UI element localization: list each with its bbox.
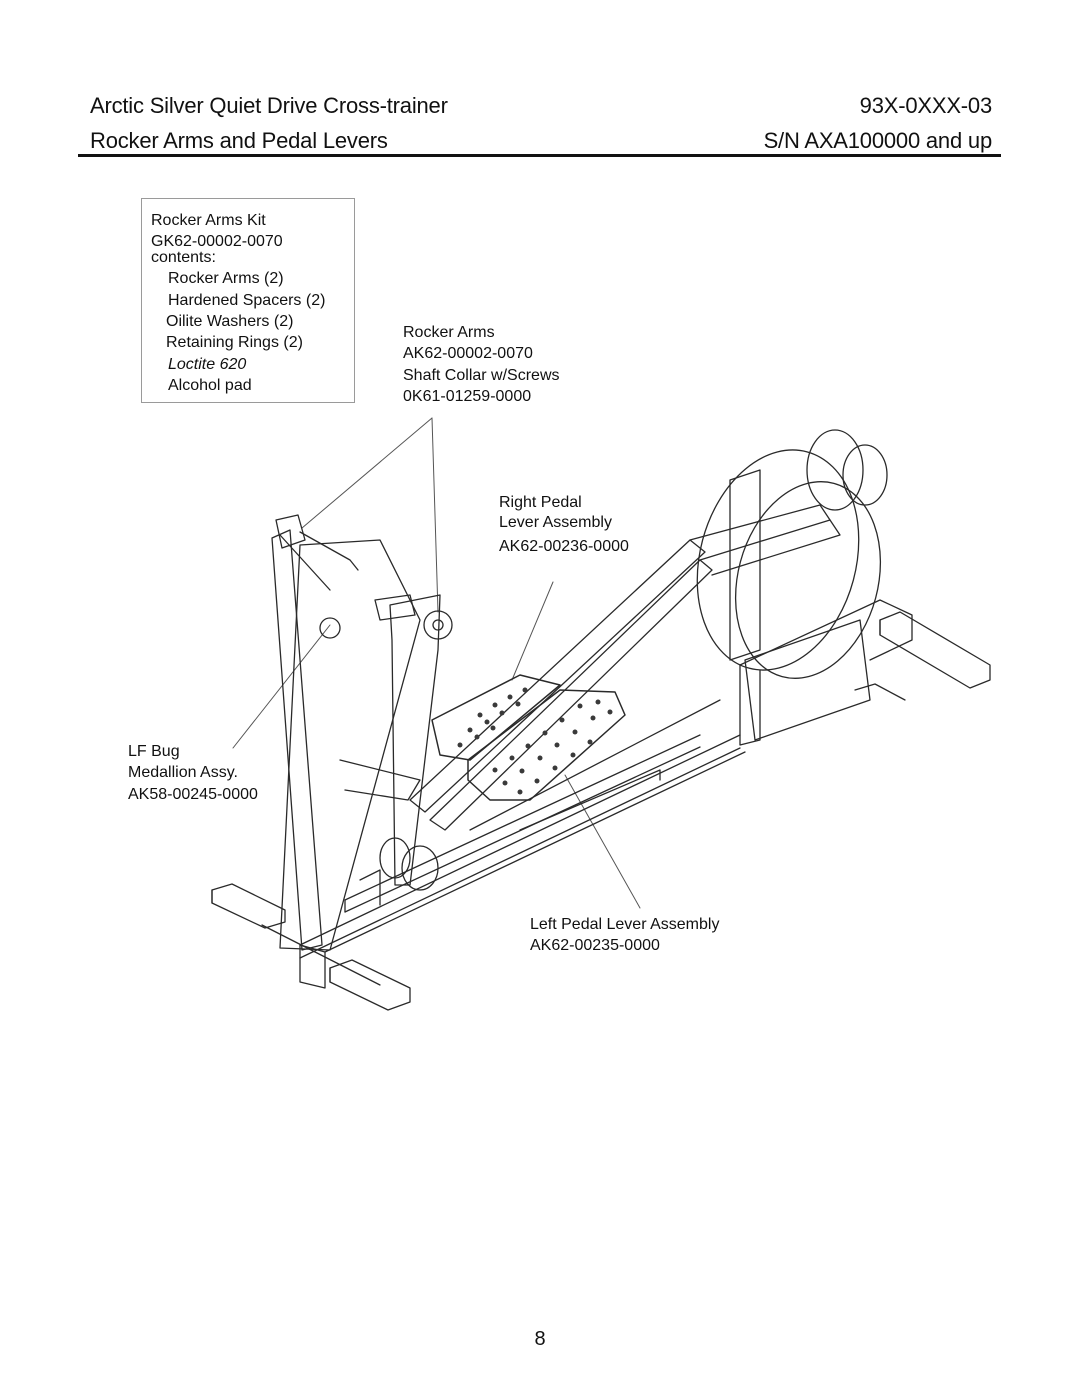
front-column <box>279 539 439 951</box>
kit-name: Rocker Arms Kit <box>151 212 266 229</box>
right-pedal-label-line2: Lever Assembly <box>499 514 612 531</box>
kit-item: Loctite 620 <box>168 356 247 373</box>
rocker-arms <box>271 514 453 951</box>
header-rule <box>78 154 1001 157</box>
shaft-collar-part: 0K61-01259-0000 <box>403 388 532 405</box>
shaft-collar-label: Shaft Collar w/Screws <box>403 367 560 384</box>
kit-part-number: GK62-00002-0070 <box>151 233 283 250</box>
lf-bug-label-line1: LF Bug <box>128 743 180 760</box>
pedal-levers <box>409 504 841 831</box>
kit-item: Alcohol pad <box>168 377 252 394</box>
left-pedal-part: AK62-00235-0000 <box>530 937 660 954</box>
section-title: Rocker Arms and Pedal Levers <box>90 128 388 153</box>
rocker-arms-label: Rocker Arms <box>403 324 495 341</box>
callout-leaders <box>232 417 641 909</box>
kit-item: Retaining Rings (2) <box>166 334 303 351</box>
right-pedal-part: AK62-00236-0000 <box>499 538 629 555</box>
document-title: Arctic Silver Quiet Drive Cross-trainer <box>90 93 448 118</box>
kit-contents-label: contents: <box>151 249 216 266</box>
kit-item: Rocker Arms (2) <box>168 270 284 287</box>
right-pedal-label-line1: Right Pedal <box>499 494 582 511</box>
page-number: 8 <box>534 1328 546 1350</box>
lf-bug-label-line2: Medallion Assy. <box>128 764 238 781</box>
frame-rails <box>299 734 746 959</box>
lf-bug-part: AK58-00245-0000 <box>128 786 258 803</box>
serial-range: S/N AXA100000 and up <box>763 128 993 153</box>
model-number: 93X-0XXX-03 <box>859 93 993 118</box>
rocker-arms-part: AK62-00002-0070 <box>403 345 533 362</box>
flywheel-housing <box>696 429 888 741</box>
rocker-arms-kit-box <box>141 198 355 403</box>
left-pedal-label: Left Pedal Lever Assembly <box>530 916 720 933</box>
rear-base <box>739 599 991 746</box>
pedals <box>431 674 626 801</box>
kit-item: Oilite Washers (2) <box>166 313 294 330</box>
front-base <box>211 883 411 1011</box>
kit-item: Hardened Spacers (2) <box>168 292 326 309</box>
